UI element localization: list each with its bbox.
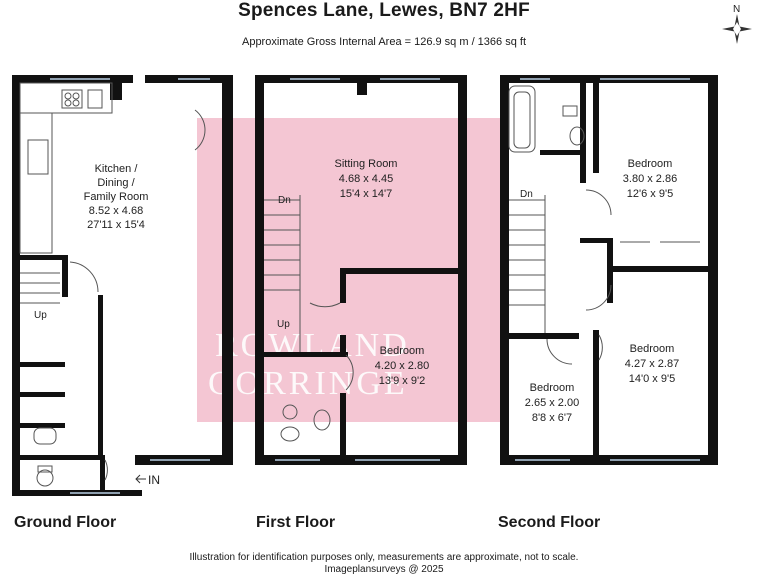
- second-bedroom3-metric: 2.65 x 2.00: [525, 397, 579, 409]
- first-bedroom-imperial: 13'9 x 9'2: [379, 375, 425, 387]
- first-floor-label: First Floor: [256, 514, 336, 531]
- first-bedroom-metric: 4.20 x 2.80: [375, 360, 429, 372]
- sitting-room-imperial: 15'4 x 14'7: [340, 188, 393, 200]
- watermark-line1: ROWLAND: [215, 327, 410, 364]
- second-bedroom1-metric: 3.80 x 2.86: [623, 173, 677, 185]
- second-bedroom1-imperial: 12'6 x 9'5: [627, 188, 673, 200]
- kitchen-name-line1: Kitchen /: [95, 163, 139, 175]
- second-bedroom2-metric: 4.27 x 2.87: [625, 358, 679, 370]
- copyright-text: Imageplansurveys @ 2025: [324, 564, 444, 575]
- kitchen-name-line3: Family Room: [84, 191, 149, 203]
- gross-internal-area: Approximate Gross Internal Area = 126.9 …: [241, 36, 526, 48]
- second-bedroom3-name: Bedroom: [530, 382, 575, 394]
- property-title: Spences Lane, Lewes, BN7 2HF: [238, 0, 530, 21]
- watermark-line2: GORRINGE: [208, 365, 408, 402]
- first-stairs-up-label: Up: [277, 319, 290, 330]
- kitchen-metric: 8.52 x 4.68: [89, 205, 143, 217]
- first-floor-windows: [275, 78, 440, 461]
- ground-stairs-up-label: Up: [34, 310, 47, 321]
- first-floor-fixtures: [264, 195, 354, 442]
- ground-floor-label: Ground Floor: [14, 514, 117, 531]
- kitchen-imperial: 27'11 x 15'4: [87, 219, 145, 231]
- second-stairs-down-label: Dn: [520, 189, 533, 200]
- first-bedroom-name: Bedroom: [380, 345, 425, 357]
- entrance-arrow-icon: [135, 474, 146, 484]
- second-bedroom2-name: Bedroom: [630, 343, 675, 355]
- second-floor-windows: [515, 78, 700, 461]
- sitting-room-metric: 4.68 x 4.45: [339, 173, 393, 185]
- second-bedroom1-name: Bedroom: [628, 158, 673, 170]
- first-stairs-down-label: Dn: [278, 195, 291, 206]
- compass-icon: N: [722, 4, 752, 44]
- kitchen-name-line2: Dining /: [97, 177, 135, 189]
- ground-floor-windows: [50, 78, 210, 494]
- second-bedroom2-imperial: 14'0 x 9'5: [629, 373, 675, 385]
- second-bedroom3-imperial: 8'8 x 6'7: [532, 412, 572, 424]
- entrance-label: IN: [148, 473, 160, 487]
- sitting-room-name: Sitting Room: [335, 158, 398, 170]
- second-floor-label: Second Floor: [498, 514, 601, 531]
- disclaimer-text: Illustration for identification purposes…: [189, 552, 579, 563]
- second-floor-fixtures: [508, 85, 700, 365]
- ground-floor-fixtures: [19, 82, 206, 487]
- compass-north-label: N: [733, 4, 740, 15]
